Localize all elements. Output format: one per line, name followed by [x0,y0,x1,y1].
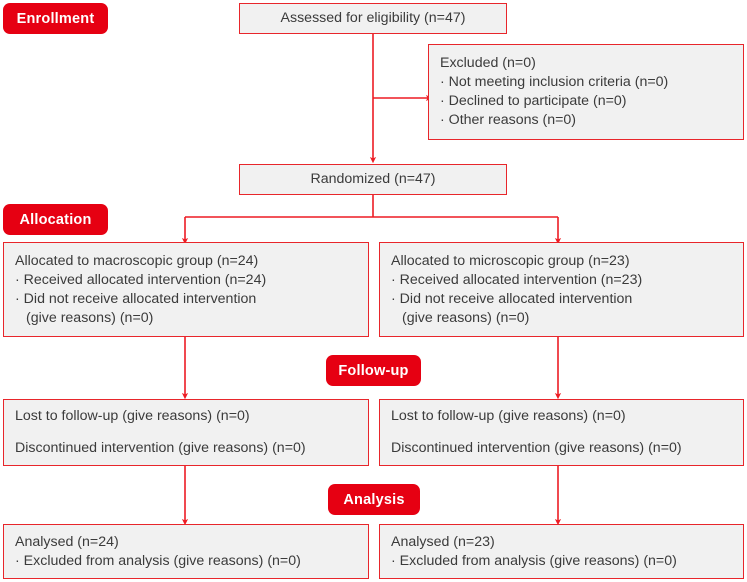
node-followup-microscopic: Lost to follow-up (give reasons) (n=0) D… [379,399,744,466]
node-allocated-macroscopic: Allocated to macroscopic group (n=24) · … [3,242,369,337]
stage-badge-followup-label: Follow-up [338,362,409,379]
node-assessed-for-eligibility: Assessed for eligibility (n=47) [239,3,507,34]
node-randomized: Randomized (n=47) [239,164,507,195]
stage-badge-enrollment-label: Enrollment [16,10,95,27]
node-excluded: Excluded (n=0) · Not meeting inclusion c… [428,44,744,140]
node-analysis-microscopic-line-1: · Excluded from analysis (give reasons) … [391,552,677,569]
node-allocated-macroscopic-line-0: Allocated to macroscopic group (n=24) [15,252,259,269]
stage-badge-enrollment: Enrollment [3,3,108,34]
node-assessed-line-0: Assessed for eligibility (n=47) [280,10,466,26]
node-randomized-line-0: Randomized (n=47) [310,171,436,187]
node-followup-macroscopic-line-1: Discontinued intervention (give reasons)… [15,440,306,456]
node-followup-macroscopic-line-0: Lost to follow-up (give reasons) (n=0) [15,408,250,424]
node-analysis-microscopic-line-0: Analysed (n=23) [391,533,495,550]
node-followup-microscopic-line-0: Lost to follow-up (give reasons) (n=0) [391,408,626,424]
node-excluded-line-0: Excluded (n=0) [440,55,536,71]
node-allocated-macroscopic-line-3: (give reasons) (n=0) [26,309,154,326]
node-followup-macroscopic: Lost to follow-up (give reasons) (n=0) D… [3,399,369,466]
node-analysis-microscopic: Analysed (n=23) · Excluded from analysis… [379,524,744,579]
stage-badge-analysis-label: Analysis [343,491,405,508]
stage-badge-analysis: Analysis [328,484,420,515]
stage-badge-allocation: Allocation [3,204,108,235]
node-analysis-macroscopic-line-0: Analysed (n=24) [15,533,119,550]
stage-badge-followup: Follow-up [326,355,421,386]
node-excluded-line-1: · Not meeting inclusion criteria (n=0) [440,74,669,90]
node-allocated-microscopic-line-0: Allocated to microscopic group (n=23) [391,252,630,269]
node-allocated-microscopic-line-2: · Did not receive allocated intervention [391,290,633,307]
node-excluded-line-3: · Other reasons (n=0) [440,112,577,128]
node-analysis-macroscopic-line-1: · Excluded from analysis (give reasons) … [15,552,301,569]
node-excluded-line-2: · Declined to participate (n=0) [440,93,627,109]
node-allocated-macroscopic-line-2: · Did not receive allocated intervention [15,290,257,307]
node-analysis-macroscopic: Analysed (n=24) · Excluded from analysis… [3,524,369,579]
node-allocated-microscopic: Allocated to microscopic group (n=23) · … [379,242,744,337]
stage-badge-allocation-label: Allocation [19,211,92,228]
node-allocated-microscopic-line-1: · Received allocated intervention (n=23) [391,271,643,288]
node-followup-microscopic-line-1: Discontinued intervention (give reasons)… [391,440,682,456]
node-allocated-macroscopic-line-1: · Received allocated intervention (n=24) [15,271,267,288]
node-allocated-microscopic-line-3: (give reasons) (n=0) [402,309,530,326]
